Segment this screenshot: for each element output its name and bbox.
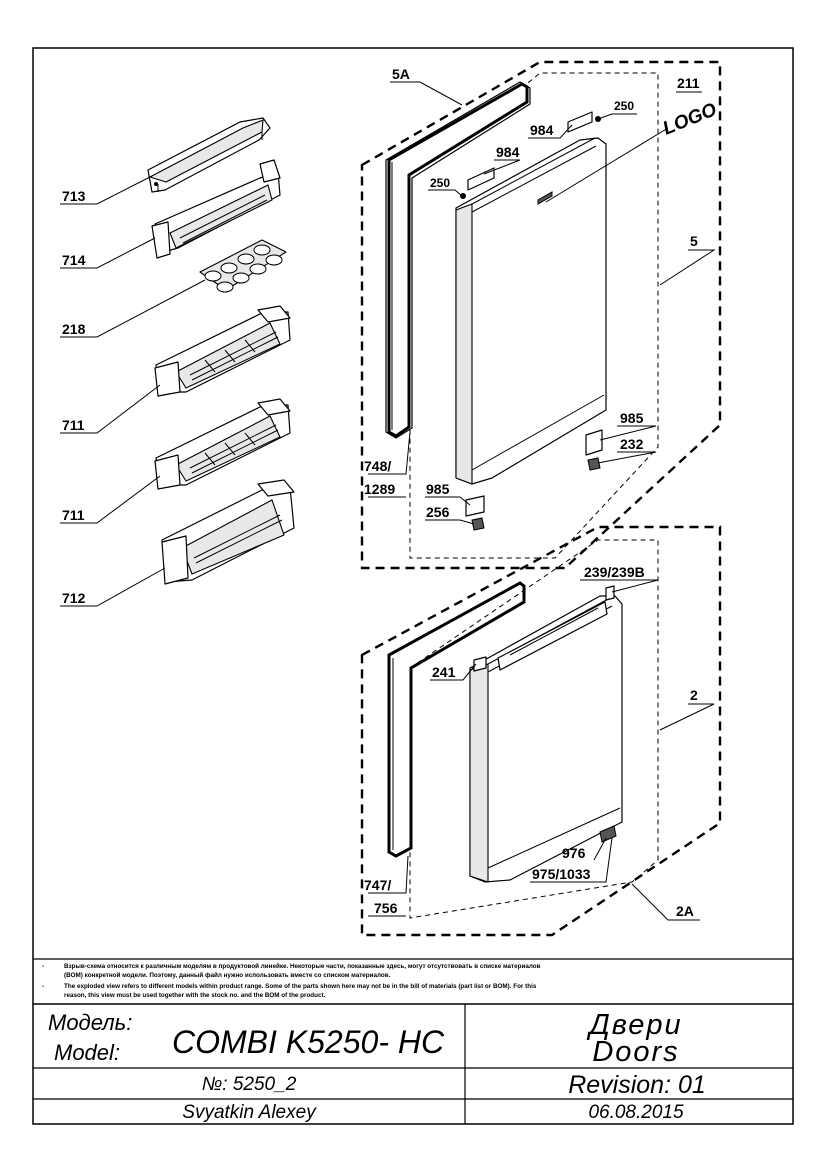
label-211: 211 bbox=[677, 75, 700, 91]
revision: Revision: 01 bbox=[568, 1071, 706, 1099]
note-ru-line2: (BOM) конкретной модели. Поэтому, данный… bbox=[64, 971, 391, 979]
label-256: 256 bbox=[426, 504, 450, 520]
part-218-egg-tray bbox=[199, 239, 287, 293]
part-711-door-shelf-lower bbox=[154, 398, 291, 490]
drawing-border bbox=[32, 47, 794, 1125]
title-en: Doors bbox=[592, 1036, 679, 1068]
svg-text:-: - bbox=[42, 983, 44, 990]
part-711-door-shelf-upper bbox=[154, 305, 291, 397]
title-block: Модель: Model: COMBI K5250- HC Двери Doo… bbox=[33, 1003, 793, 1124]
upper-leaders bbox=[368, 81, 716, 525]
model-name: COMBI K5250- HC bbox=[172, 1024, 445, 1060]
upper-door-assembly bbox=[360, 60, 722, 570]
note-en-line1: The exploded view refers to different mo… bbox=[64, 983, 537, 990]
date: 06.08.2015 bbox=[588, 1102, 684, 1123]
label-1289: 1289 bbox=[364, 481, 395, 497]
label-985-right: 985 bbox=[620, 410, 644, 426]
label-250-left: 250 bbox=[430, 176, 450, 190]
label-5: 5 bbox=[690, 233, 698, 249]
label-984-upper: 984 bbox=[530, 122, 554, 138]
note-ru-line1: Взрыв-схема относится к различным моделя… bbox=[64, 962, 541, 970]
label-241: 241 bbox=[432, 664, 456, 680]
label-232: 232 bbox=[620, 436, 644, 452]
label-756: 756 bbox=[374, 900, 398, 916]
part-712-bottle-shelf bbox=[161, 479, 295, 585]
part-714-door-shelf bbox=[151, 159, 281, 259]
model-label-en: Model: bbox=[54, 1040, 120, 1065]
lower-door-assembly bbox=[360, 525, 722, 937]
label-2A: 2A bbox=[676, 903, 694, 919]
label-976: 976 bbox=[562, 845, 586, 861]
label-712: 712 bbox=[62, 590, 86, 606]
left-leaders bbox=[60, 175, 206, 607]
title-ru: Двери bbox=[586, 1009, 682, 1041]
label-984-lower: 984 bbox=[496, 144, 520, 160]
label-2: 2 bbox=[690, 687, 698, 703]
label-239-239B: 239/239B bbox=[584, 564, 645, 580]
label-5A: 5A bbox=[392, 66, 410, 82]
drawing-number: №: 5250_2 bbox=[202, 1074, 297, 1095]
label-711-upper: 711 bbox=[62, 417, 85, 433]
label-713: 713 bbox=[62, 188, 86, 204]
author: Svyatkin Alexey bbox=[182, 1102, 317, 1123]
label-218: 218 bbox=[62, 321, 86, 337]
label-985-left: 985 bbox=[426, 481, 450, 497]
label-714: 714 bbox=[62, 252, 86, 268]
logo-text: LOGO bbox=[660, 99, 720, 140]
notes-block: - Взрыв-схема относится к различным моде… bbox=[42, 962, 541, 999]
label-747: 747/ bbox=[364, 877, 391, 893]
label-250-right: 250 bbox=[614, 99, 634, 113]
svg-text:-: - bbox=[42, 963, 44, 970]
label-711-lower: 711 bbox=[62, 507, 85, 523]
label-975-1033: 975/1033 bbox=[532, 866, 591, 882]
part-713-shelf-cover bbox=[147, 117, 271, 193]
model-label-ru: Модель: bbox=[48, 1010, 132, 1035]
note-en-line2: reason, this view must be used together … bbox=[64, 992, 326, 999]
lower-leaders bbox=[368, 579, 715, 921]
label-748: 748/ bbox=[364, 458, 391, 474]
